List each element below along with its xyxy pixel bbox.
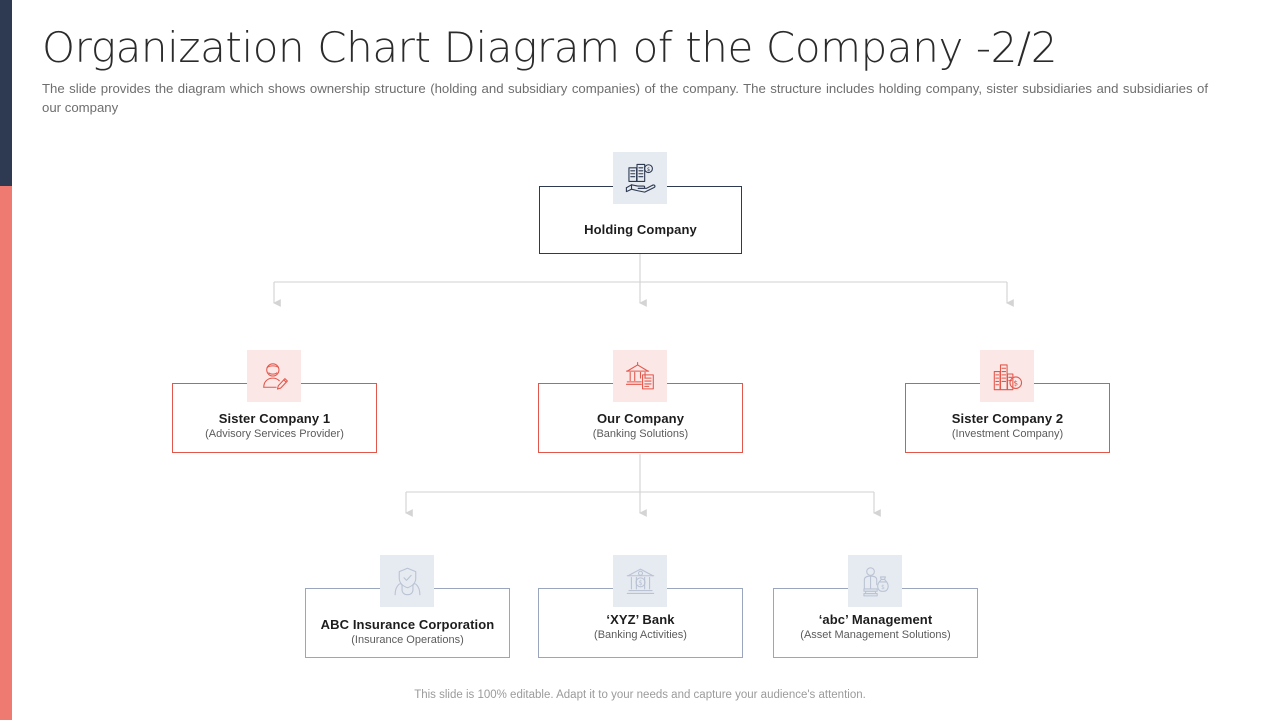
node-sublabel: (Insurance Operations) (351, 634, 464, 646)
node-label: ‘abc’ Management (818, 612, 933, 627)
advisor-person-pencil-icon (247, 350, 301, 402)
node-sublabel: (Advisory Services Provider) (205, 428, 344, 440)
node-sublabel: (Investment Company) (951, 428, 1064, 440)
svg-text:$: $ (881, 584, 885, 590)
slide-header: Organization Chart Diagram of the Compan… (42, 23, 1222, 117)
node-label: ‘XYZ’ Bank (606, 612, 675, 627)
accent-bar-navy (0, 0, 12, 186)
bank-document-icon (613, 350, 667, 402)
node-sister-company-1[interactable]: Sister Company 1 (Advisory Services Prov… (172, 383, 377, 453)
accent-bar-coral (0, 186, 12, 720)
bank-dollar-icon: $ (613, 555, 667, 607)
node-label: Our Company (596, 411, 685, 426)
node-sublabel: (Banking Solutions) (592, 428, 689, 440)
svg-text:$: $ (638, 579, 642, 587)
node-label: Sister Company 1 (218, 411, 331, 426)
svg-text:$: $ (647, 167, 650, 173)
slide-footer: This slide is 100% editable. Adapt it to… (414, 689, 866, 701)
node-sublabel: (Asset Management Solutions) (800, 629, 951, 641)
person-money-bag-icon: $ (848, 555, 902, 607)
slide-subtitle: The slide provides the diagram which sho… (42, 81, 1208, 116)
node-label: ABC Insurance Corporation (320, 617, 495, 632)
hand-holding-buildings-icon: $ (613, 152, 667, 204)
page-title: Organization Chart Diagram of the Compan… (42, 23, 1058, 72)
hands-shield-check-icon (380, 555, 434, 607)
node-sublabel: (Banking Activities) (594, 629, 687, 641)
node-label: Holding Company (584, 222, 697, 237)
node-label: Sister Company 2 (951, 411, 1064, 426)
svg-text:$: $ (1013, 378, 1018, 387)
buildings-dollar-coin-icon: $ (980, 350, 1034, 402)
